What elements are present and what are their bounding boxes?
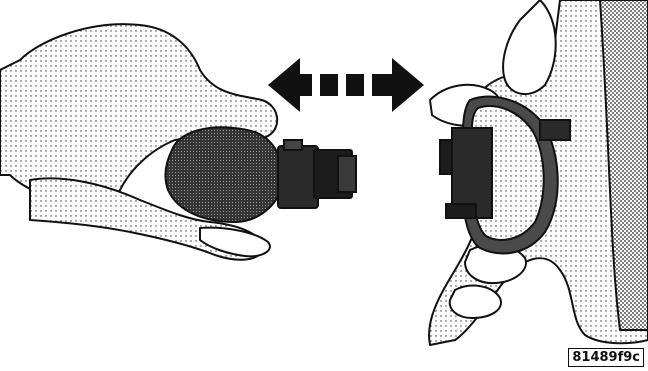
- bulb: [165, 127, 282, 222]
- bulb-base: [278, 140, 356, 208]
- figure-id-label: 81489f9c: [568, 348, 644, 367]
- double-arrow-icon: [268, 58, 424, 112]
